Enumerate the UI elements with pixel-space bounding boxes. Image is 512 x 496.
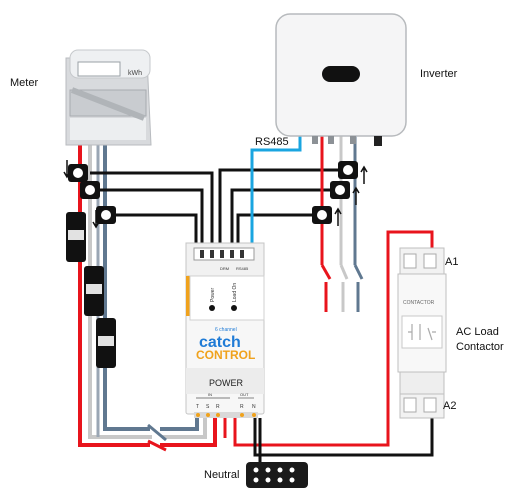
led-load-on-label: Load On [232,283,238,302]
brand-control: CONTROL [196,348,255,362]
brand-catch: catch [199,334,241,351]
fuse-icon [84,266,104,316]
ct-clamp-icon [312,206,332,224]
inverter-device [275,13,407,146]
wires [78,135,434,462]
brand-small: 6 channel [215,327,237,333]
neutral-to-controller [160,418,199,431]
inverter-logo-icon [322,66,360,82]
ct-wire-6 [236,213,320,245]
ac-load-contactor-label-line2: Contactor [456,341,504,353]
ct-clamps-inverter [312,161,368,226]
meter-label: Meter [10,77,39,89]
ct-clamp-icon [330,181,350,199]
rs485-label: RS485 [255,136,289,148]
arrow-down-icon [92,210,100,229]
terminal-r-in: R [216,404,220,410]
ct-clamp-icon [96,206,116,224]
inverter-switch-2 [339,264,349,280]
coil-symbol-icon [408,324,436,341]
arrow-up-icon [352,186,360,205]
live-to-controller [160,418,217,447]
load-on-led [231,305,237,311]
a2-label: A2 [443,400,457,412]
inverter-switch-1 [320,264,332,280]
ct-wire-2 [98,188,204,245]
ct-clamp-icon [80,181,100,199]
terminal-s: S [206,404,210,410]
led-power-label: Power [210,287,216,302]
ct-clamp-icon [338,161,358,179]
switch-line-2 [147,439,167,452]
ct-wire-5 [230,188,335,245]
ct-wire-4 [218,168,345,245]
neutral-to-contactor-a2 [253,418,434,457]
out-label: OUT [240,392,249,397]
terminal-drm-label: DRM [220,266,229,271]
ct-wire-3 [110,213,198,245]
catch-control-controller: DRM RS485 Power Load On 6 channel catch … [185,242,265,418]
neutral-label: Neutral [204,469,240,481]
arrow-down-icon [63,160,71,179]
ct-clamps-meter [63,160,116,229]
terminal-r-out: R [240,404,244,410]
a1-label: A1 [445,256,459,268]
inverter-switch-3 [353,264,364,280]
meter-unit: kWh [128,70,142,77]
contactor-title: CONTACTOR [403,300,435,306]
meter-grey-wire [88,140,152,439]
grey-to-controller [162,418,207,439]
ct-wire-1 [90,171,214,245]
meter-device: kWh [65,49,152,146]
power-label: POWER [209,378,244,388]
terminal-t: T [196,404,199,410]
power-led [209,305,215,311]
fuses [66,212,116,368]
in-label: IN [208,392,212,397]
switch-line-1 [147,423,167,442]
arrow-up-icon [334,207,342,226]
ac-contactor-device: CONTACTOR [397,247,447,419]
terminal-rs485-label: RS485 [236,266,249,271]
meter-neutral-wire [103,140,150,431]
fuse-icon [66,212,86,262]
terminal-n: N [252,404,256,410]
rs485-wire [250,135,302,245]
ct-clamp-icon [68,164,88,182]
fuse-icon [96,318,116,368]
contactor-a1-wire [233,230,434,447]
inverter-label: Inverter [420,68,458,80]
ac-load-contactor-label-line1: AC Load [456,326,499,338]
arrow-up-icon [360,165,368,184]
neutral-bar [246,462,308,488]
